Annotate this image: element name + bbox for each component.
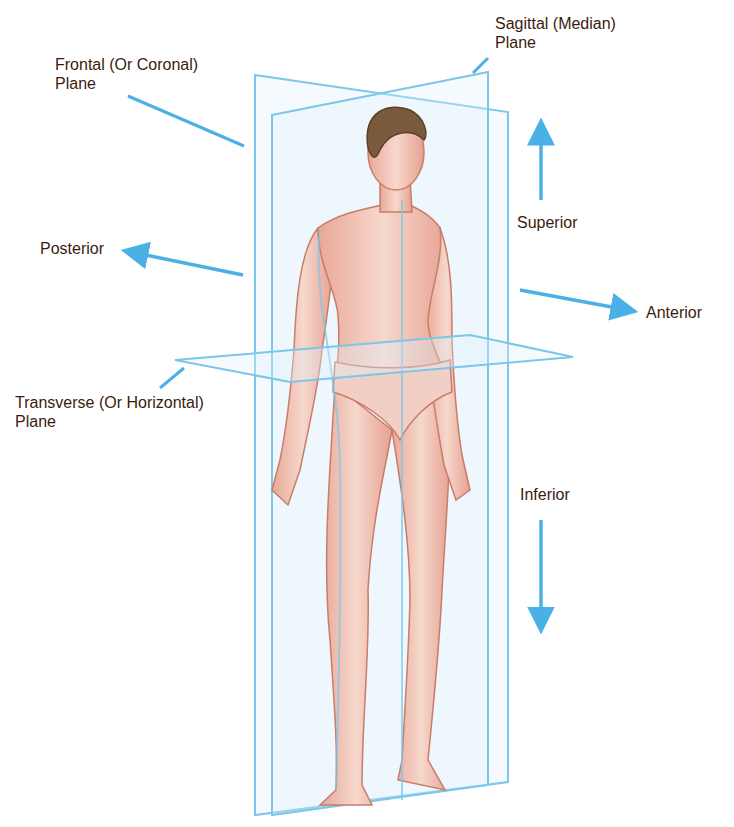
human-figure	[272, 107, 470, 805]
direction-label: Superior	[517, 213, 607, 232]
direction-label: Posterior	[40, 239, 130, 258]
plane-label: Transverse (Or Horizontal) Plane	[15, 393, 220, 431]
direction-label: Anterior	[646, 303, 730, 322]
frontal-line	[319, 230, 341, 790]
superior-arrow	[539, 128, 543, 200]
posterior-arrow	[131, 252, 243, 275]
sagittal-plane	[272, 72, 488, 815]
sagittal-line	[401, 200, 403, 800]
plane-label: Sagittal (Median) Plane	[495, 14, 645, 52]
plane-label: Frontal (Or Coronal) Plane	[55, 55, 220, 93]
leader-line	[160, 368, 184, 388]
anterior-arrow	[520, 290, 628, 310]
inferior-arrow	[539, 520, 543, 624]
direction-label: Inferior	[520, 485, 610, 504]
leader-line	[128, 96, 244, 146]
transverse-plane	[175, 335, 573, 382]
leader-line	[473, 58, 488, 73]
